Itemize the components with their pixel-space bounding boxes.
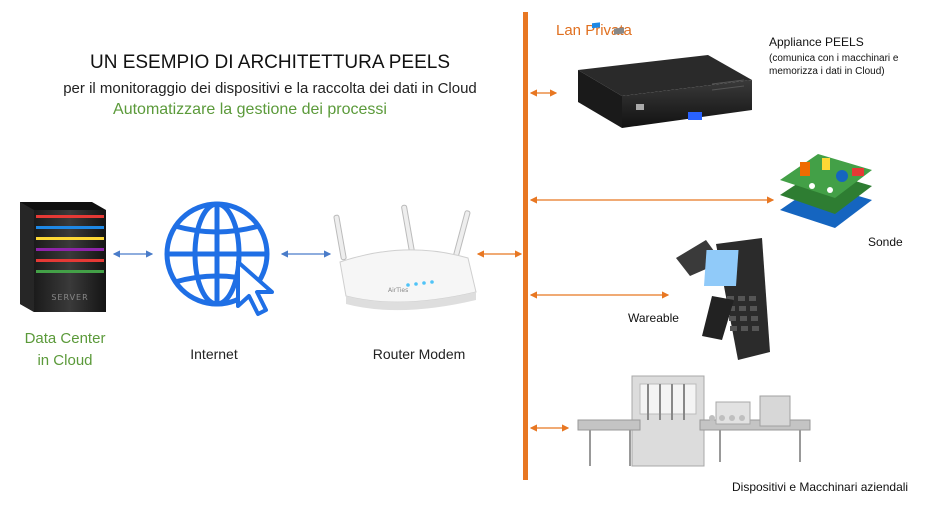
wearable-label: Wareable bbox=[628, 311, 679, 325]
datacenter-label-line2: in Cloud bbox=[37, 352, 93, 369]
datacenter-label-line1: Data Center bbox=[24, 330, 106, 347]
appliance-note-1: (comunica con i macchinari e bbox=[769, 53, 899, 64]
router-label: Router Modem bbox=[372, 346, 466, 362]
globe-cursor-icon bbox=[164, 201, 274, 316]
datacenter-label: Data Center in Cloud bbox=[10, 328, 120, 372]
svg-text:AirTies: AirTies bbox=[388, 287, 408, 294]
appliance-device-icon bbox=[578, 22, 752, 128]
appliance-note-2: memorizza i dati in Cloud) bbox=[769, 66, 885, 77]
lan-label: Lan Privata bbox=[556, 22, 632, 39]
diagram-title: UN ESEMPIO DI ARCHITETTURA PEELS bbox=[89, 52, 451, 73]
appliance-title: Appliance PEELS bbox=[769, 35, 864, 49]
server-icon: SERVER bbox=[20, 202, 106, 312]
machines-label: Dispositivi e Macchinari aziendali bbox=[732, 480, 909, 494]
sonde-label: Sonde bbox=[868, 235, 903, 249]
handheld-scanner-icon bbox=[676, 238, 770, 360]
router-icon: AirTies bbox=[333, 204, 477, 311]
production-line-icon bbox=[577, 375, 811, 467]
internet-label: Internet bbox=[190, 346, 238, 362]
lan-bus bbox=[523, 12, 528, 480]
diagram-tagline: Automatizzare la gestione dei processi bbox=[113, 101, 387, 118]
svg-text:SERVER: SERVER bbox=[51, 293, 88, 302]
diagram-subtitle: per il monitoraggio dei dispositivi e la… bbox=[63, 80, 477, 97]
sensor-board-icon bbox=[780, 154, 872, 228]
